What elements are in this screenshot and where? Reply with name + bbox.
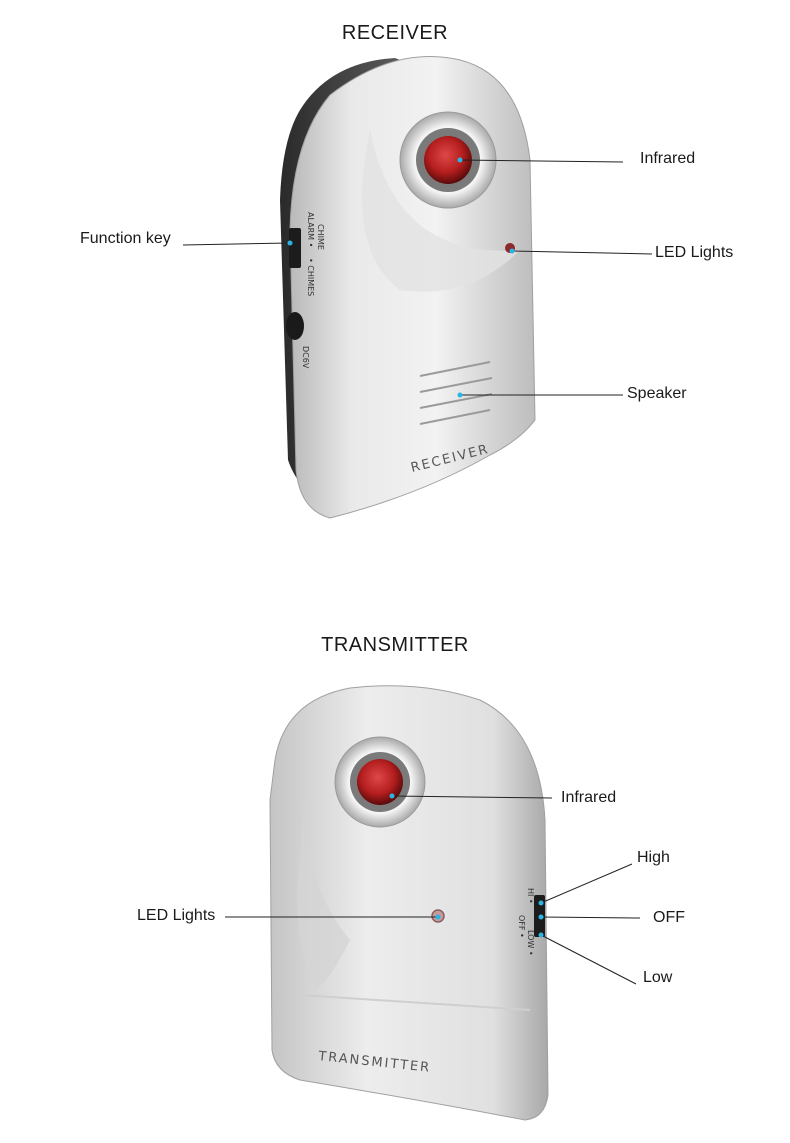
transmitter-infrared-label: Infrared xyxy=(561,789,617,806)
receiver-chime-label: CHIME xyxy=(316,224,325,250)
receiver-function-key-label: Function key xyxy=(80,230,171,247)
transmitter-high-label: High xyxy=(637,849,670,866)
receiver-device: RECEIVER ALARM • CHIME • CHIMES DC6V xyxy=(280,56,536,519)
transmitter-low-label: LOW • xyxy=(526,930,535,956)
receiver-title: RECEIVER xyxy=(341,22,449,44)
transmitter-low-label: Low xyxy=(643,969,673,986)
receiver-led-lights-label: LED Lights xyxy=(655,244,734,261)
transmitter-device: TRANSMITTER HI • OFF • LOW • xyxy=(269,685,549,1121)
transmitter-hi-label: HI • xyxy=(526,888,535,904)
transmitter-led-lights-label: LED Lights xyxy=(137,907,216,924)
receiver-chimes-label: • CHIMES xyxy=(306,258,315,296)
receiver-alarm-label: ALARM • xyxy=(306,212,315,247)
transmitter-off-label: OFF • xyxy=(517,915,526,938)
transmitter-off-label: OFF xyxy=(653,909,685,926)
transmitter-callouts xyxy=(225,793,641,985)
transmitter-title: TRANSMITTER xyxy=(321,634,469,656)
receiver-power-label: DC6V xyxy=(301,346,310,369)
receiver-infrared-label: Infrared xyxy=(640,150,696,167)
receiver-callouts xyxy=(182,157,653,398)
receiver-speaker-label: Speaker xyxy=(627,385,687,402)
